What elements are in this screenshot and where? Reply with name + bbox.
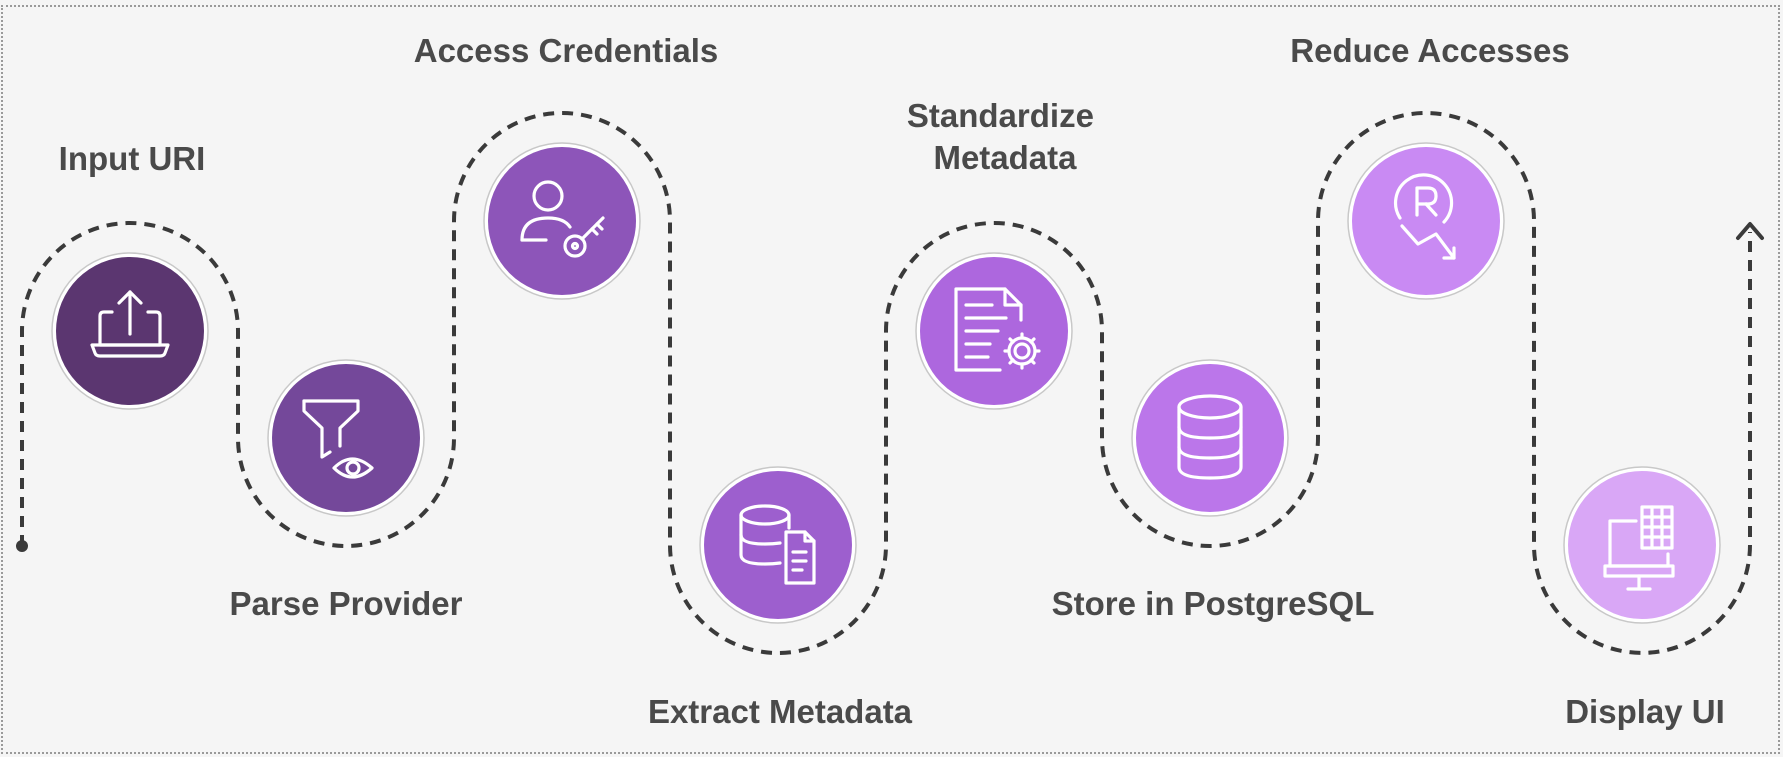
reduce-arrow-icon: [1393, 173, 1456, 260]
step-reduce-accesses: Reduce Accesses: [1290, 32, 1570, 300]
filter-eye-icon: [302, 399, 374, 479]
flow-path: [16, 111, 1764, 655]
step-label: Standardize Metadata: [907, 97, 1103, 176]
step-label: Display UI: [1565, 693, 1725, 730]
step-extract-metadata: Extract Metadata: [648, 466, 913, 730]
step-node-4: [704, 471, 852, 619]
step-label: Store in PostgreSQL: [1052, 585, 1375, 622]
step-standardize-metadata: Standardize Metadata: [907, 97, 1103, 410]
step-input-uri: Input URI: [51, 140, 209, 410]
step-label: Input URI: [59, 140, 206, 177]
step-display-ui: Display UI: [1563, 466, 1725, 730]
step-label: Parse Provider: [230, 585, 463, 622]
database-icon: [1177, 394, 1243, 480]
path-end-arrowhead: [1736, 222, 1764, 240]
step-node-2: [272, 364, 420, 512]
step-node-7: [1352, 147, 1500, 295]
database-document-icon: [739, 504, 816, 585]
document-gear-icon: [954, 287, 1041, 372]
step-parse-provider: Parse Provider: [230, 359, 463, 622]
step-label: Access Credentials: [414, 32, 719, 69]
step-label: Reduce Accesses: [1290, 32, 1569, 69]
step-label: Extract Metadata: [648, 693, 913, 730]
user-key-icon: [520, 180, 605, 258]
diagram-frame: [1, 5, 1780, 754]
laptop-upload-icon: [90, 290, 170, 358]
path-start-dot: [16, 540, 28, 552]
step-access-credentials: Access Credentials: [414, 32, 719, 300]
monitor-table-icon: [1603, 505, 1675, 591]
step-store-in-postgresql: Store in PostgreSQL: [1052, 359, 1375, 622]
